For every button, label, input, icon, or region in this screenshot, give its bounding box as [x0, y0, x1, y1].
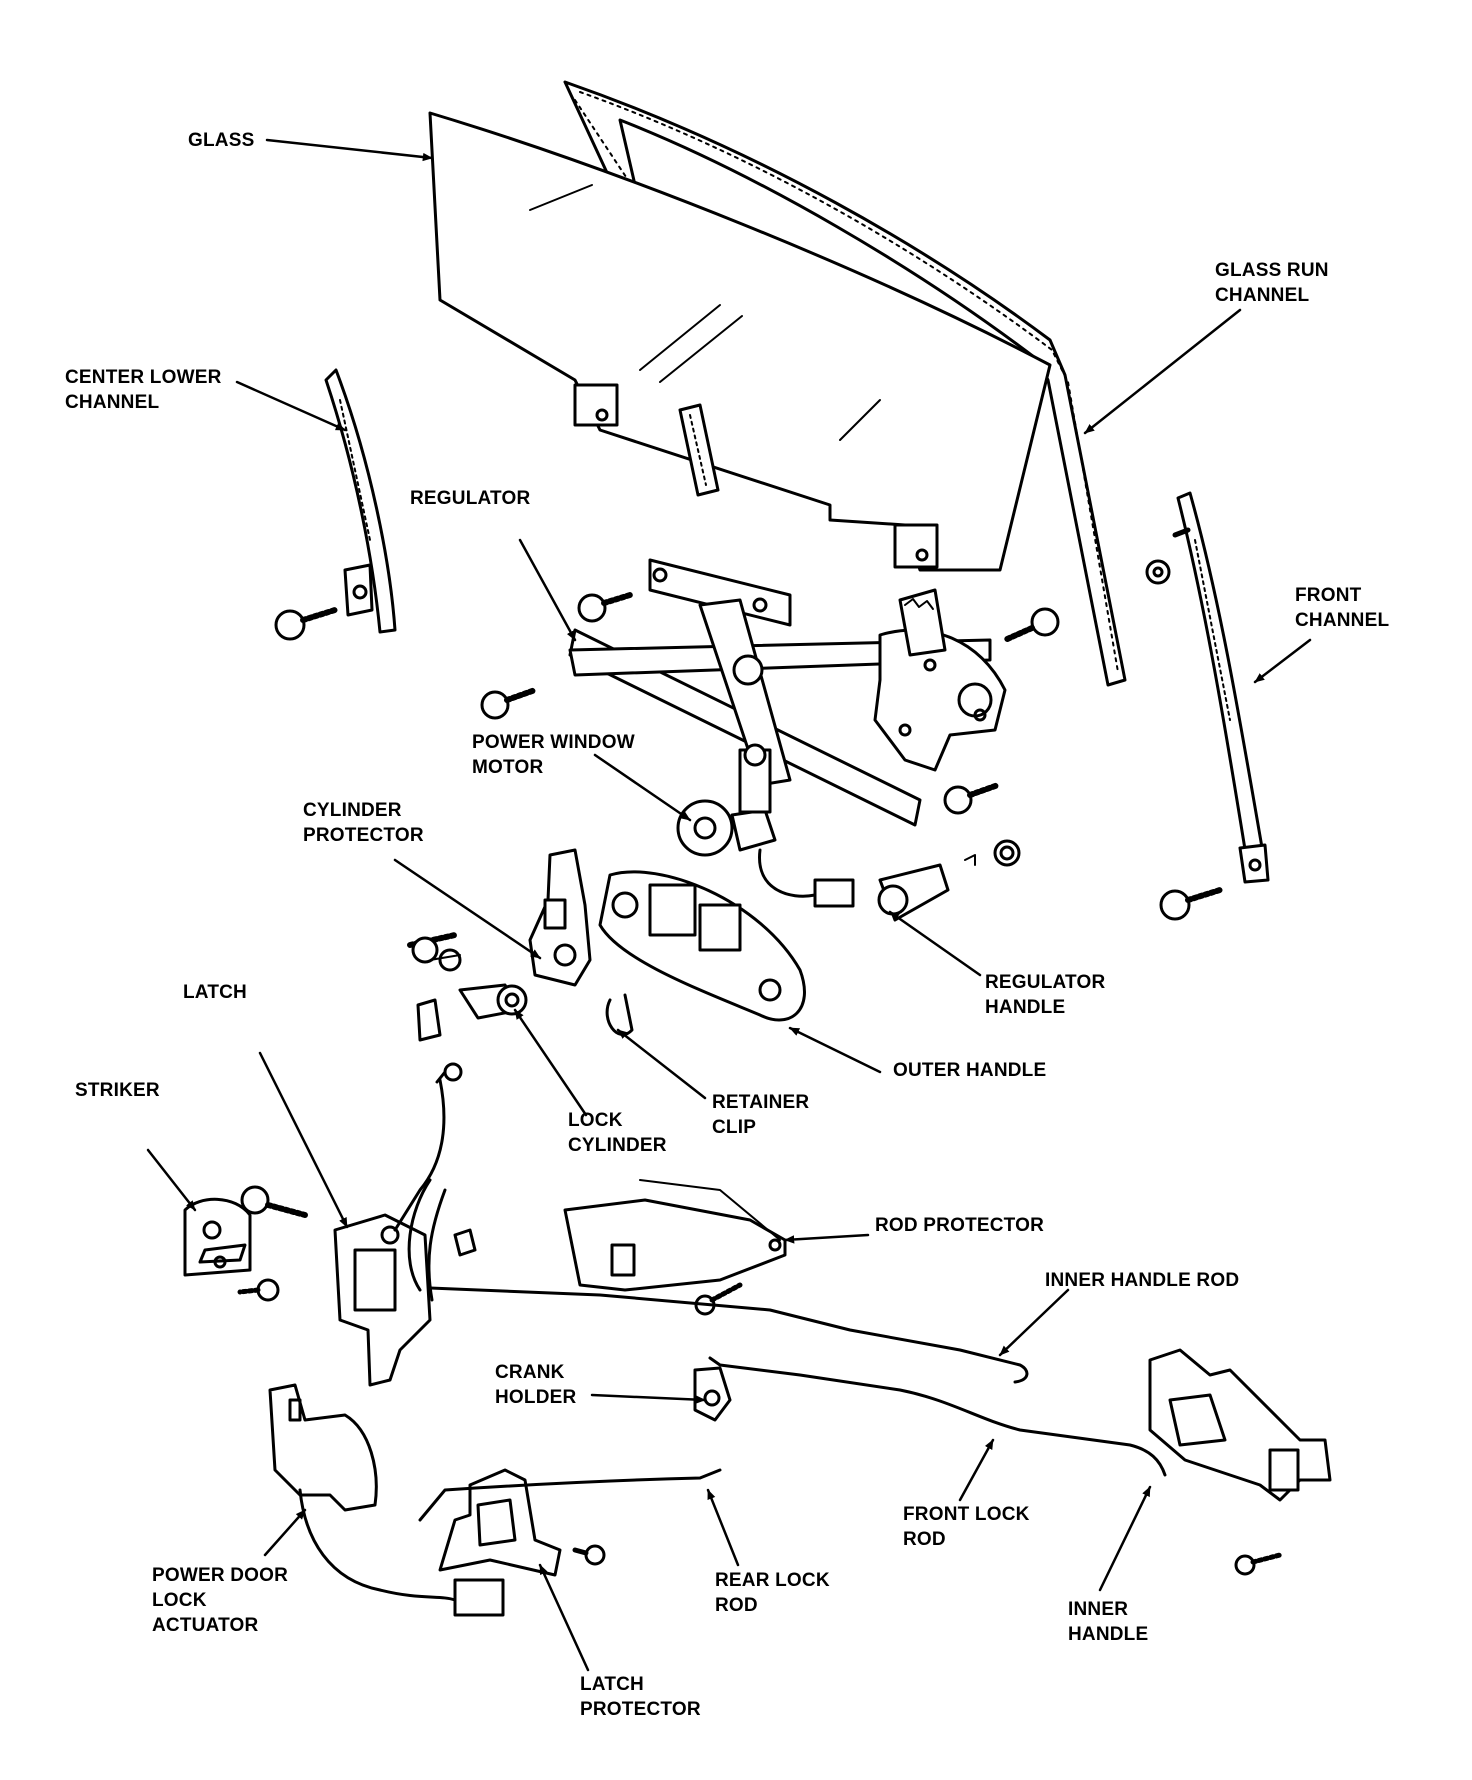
- latch-bolt: [240, 1185, 308, 1218]
- label-line: MOTOR: [472, 757, 544, 778]
- label-line: LOCK: [568, 1110, 623, 1131]
- label-line: CYLINDER: [568, 1135, 667, 1156]
- label-line: STRIKER: [75, 1080, 160, 1101]
- regulator-bolts: [480, 592, 1060, 815]
- latch-part: [333, 1078, 477, 1387]
- label-front-lock-rod: FRONT LOCK ROD: [903, 1502, 1030, 1552]
- outer-handle-part: [598, 870, 806, 1022]
- label-line: LOCK: [152, 1590, 207, 1611]
- label-front-channel: FRONT CHANNEL: [1295, 583, 1389, 633]
- label-line: ROD: [903, 1529, 946, 1550]
- label-line: POWER WINDOW: [472, 732, 635, 753]
- label-retainer-clip: RETAINER CLIP: [712, 1090, 809, 1140]
- glass-part: [428, 111, 1052, 572]
- rod-protector-part: [563, 1179, 787, 1316]
- label-line: CHANNEL: [1295, 610, 1390, 631]
- label-line: REGULATOR: [410, 488, 531, 509]
- front-channel-part: [1172, 491, 1270, 884]
- label-line: CHANNEL: [65, 392, 160, 413]
- label-line: FRONT LOCK: [903, 1504, 1030, 1525]
- inner-handle-part: [1148, 1348, 1332, 1576]
- bolt-front-channel: [1159, 887, 1223, 921]
- cylinder-protector-part: [528, 848, 592, 987]
- label-striker: STRIKER: [75, 1078, 160, 1103]
- label-line: ACTUATOR: [152, 1615, 259, 1636]
- label-line: LATCH: [183, 982, 247, 1003]
- regulator-handle-part: [877, 839, 1021, 922]
- label-line: GLASS RUN: [1215, 260, 1329, 281]
- lock-cylinder-part: [407, 932, 528, 1084]
- label-latch: LATCH: [183, 980, 247, 1005]
- label-cylinder-protector: CYLINDER PROTECTOR: [303, 798, 424, 848]
- label-line: FRONT: [1295, 585, 1362, 606]
- label-center-lower-channel: CENTER LOWER CHANNEL: [65, 365, 222, 415]
- label-inner-handle: INNER HANDLE: [1068, 1597, 1148, 1647]
- label-rear-lock-rod: REAR LOCK ROD: [715, 1568, 830, 1618]
- label-power-door-lock-actuator: POWER DOOR LOCK ACTUATOR: [152, 1563, 288, 1638]
- label-lock-cylinder: LOCK CYLINDER: [568, 1108, 667, 1158]
- label-line: CYLINDER: [303, 800, 402, 821]
- glass-guide-part: [678, 403, 720, 497]
- nut-front-channel: [1145, 559, 1171, 585]
- glass-run-channel-part: [563, 80, 1127, 687]
- front-lock-rod-part: [708, 1356, 1167, 1477]
- label-crank-holder: CRANK HOLDER: [495, 1360, 576, 1410]
- label-glass: GLASS: [188, 128, 254, 153]
- label-latch-protector: LATCH PROTECTOR: [580, 1672, 701, 1722]
- regulator-part: [568, 558, 1007, 827]
- label-regulator: REGULATOR: [410, 486, 530, 511]
- label-line: GLASS: [188, 130, 255, 151]
- label-regulator-handle: REGULATOR HANDLE: [985, 970, 1105, 1020]
- crank-holder-part: [693, 1366, 732, 1422]
- label-line: CRANK: [495, 1362, 565, 1383]
- label-line: PROTECTOR: [303, 825, 424, 846]
- label-line: REAR LOCK: [715, 1570, 830, 1591]
- label-line: RETAINER: [712, 1092, 810, 1113]
- label-line: CLIP: [712, 1117, 757, 1138]
- bolt-center-channel: [274, 607, 338, 641]
- center-lower-channel-part: [324, 368, 397, 634]
- label-line: ROD PROTECTOR: [875, 1215, 1045, 1236]
- power-window-motor-part: [676, 743, 855, 908]
- label-inner-handle-rod: INNER HANDLE ROD: [1045, 1268, 1239, 1293]
- label-line: HANDLE: [1068, 1624, 1149, 1645]
- label-rod-protector: ROD PROTECTOR: [875, 1213, 1044, 1238]
- power-door-lock-actuator-part: [268, 1383, 505, 1617]
- label-line: REGULATOR: [985, 972, 1106, 993]
- label-line: POWER DOOR: [152, 1565, 289, 1586]
- label-line: CENTER LOWER: [65, 367, 222, 388]
- label-line: OUTER HANDLE: [893, 1060, 1047, 1081]
- label-line: INNER: [1068, 1599, 1129, 1620]
- label-line: CHANNEL: [1215, 285, 1310, 306]
- label-line: LATCH: [580, 1674, 644, 1695]
- leader-lines: [146, 138, 1312, 1672]
- latch-protector-part: [438, 1468, 606, 1577]
- label-line: INNER HANDLE ROD: [1045, 1270, 1240, 1291]
- retainer-clip-part: [605, 993, 634, 1037]
- label-power-window-motor: POWER WINDOW MOTOR: [472, 730, 635, 780]
- inner-handle-rod-part: [428, 1286, 1029, 1384]
- label-outer-handle: OUTER HANDLE: [893, 1058, 1046, 1083]
- label-line: HOLDER: [495, 1387, 577, 1408]
- label-glass-run-channel: GLASS RUN CHANNEL: [1215, 258, 1329, 308]
- label-line: ROD: [715, 1595, 758, 1616]
- label-line: PROTECTOR: [580, 1699, 701, 1720]
- rear-lock-rod-part: [418, 1468, 722, 1522]
- striker-part: [183, 1197, 280, 1302]
- label-line: HANDLE: [985, 997, 1066, 1018]
